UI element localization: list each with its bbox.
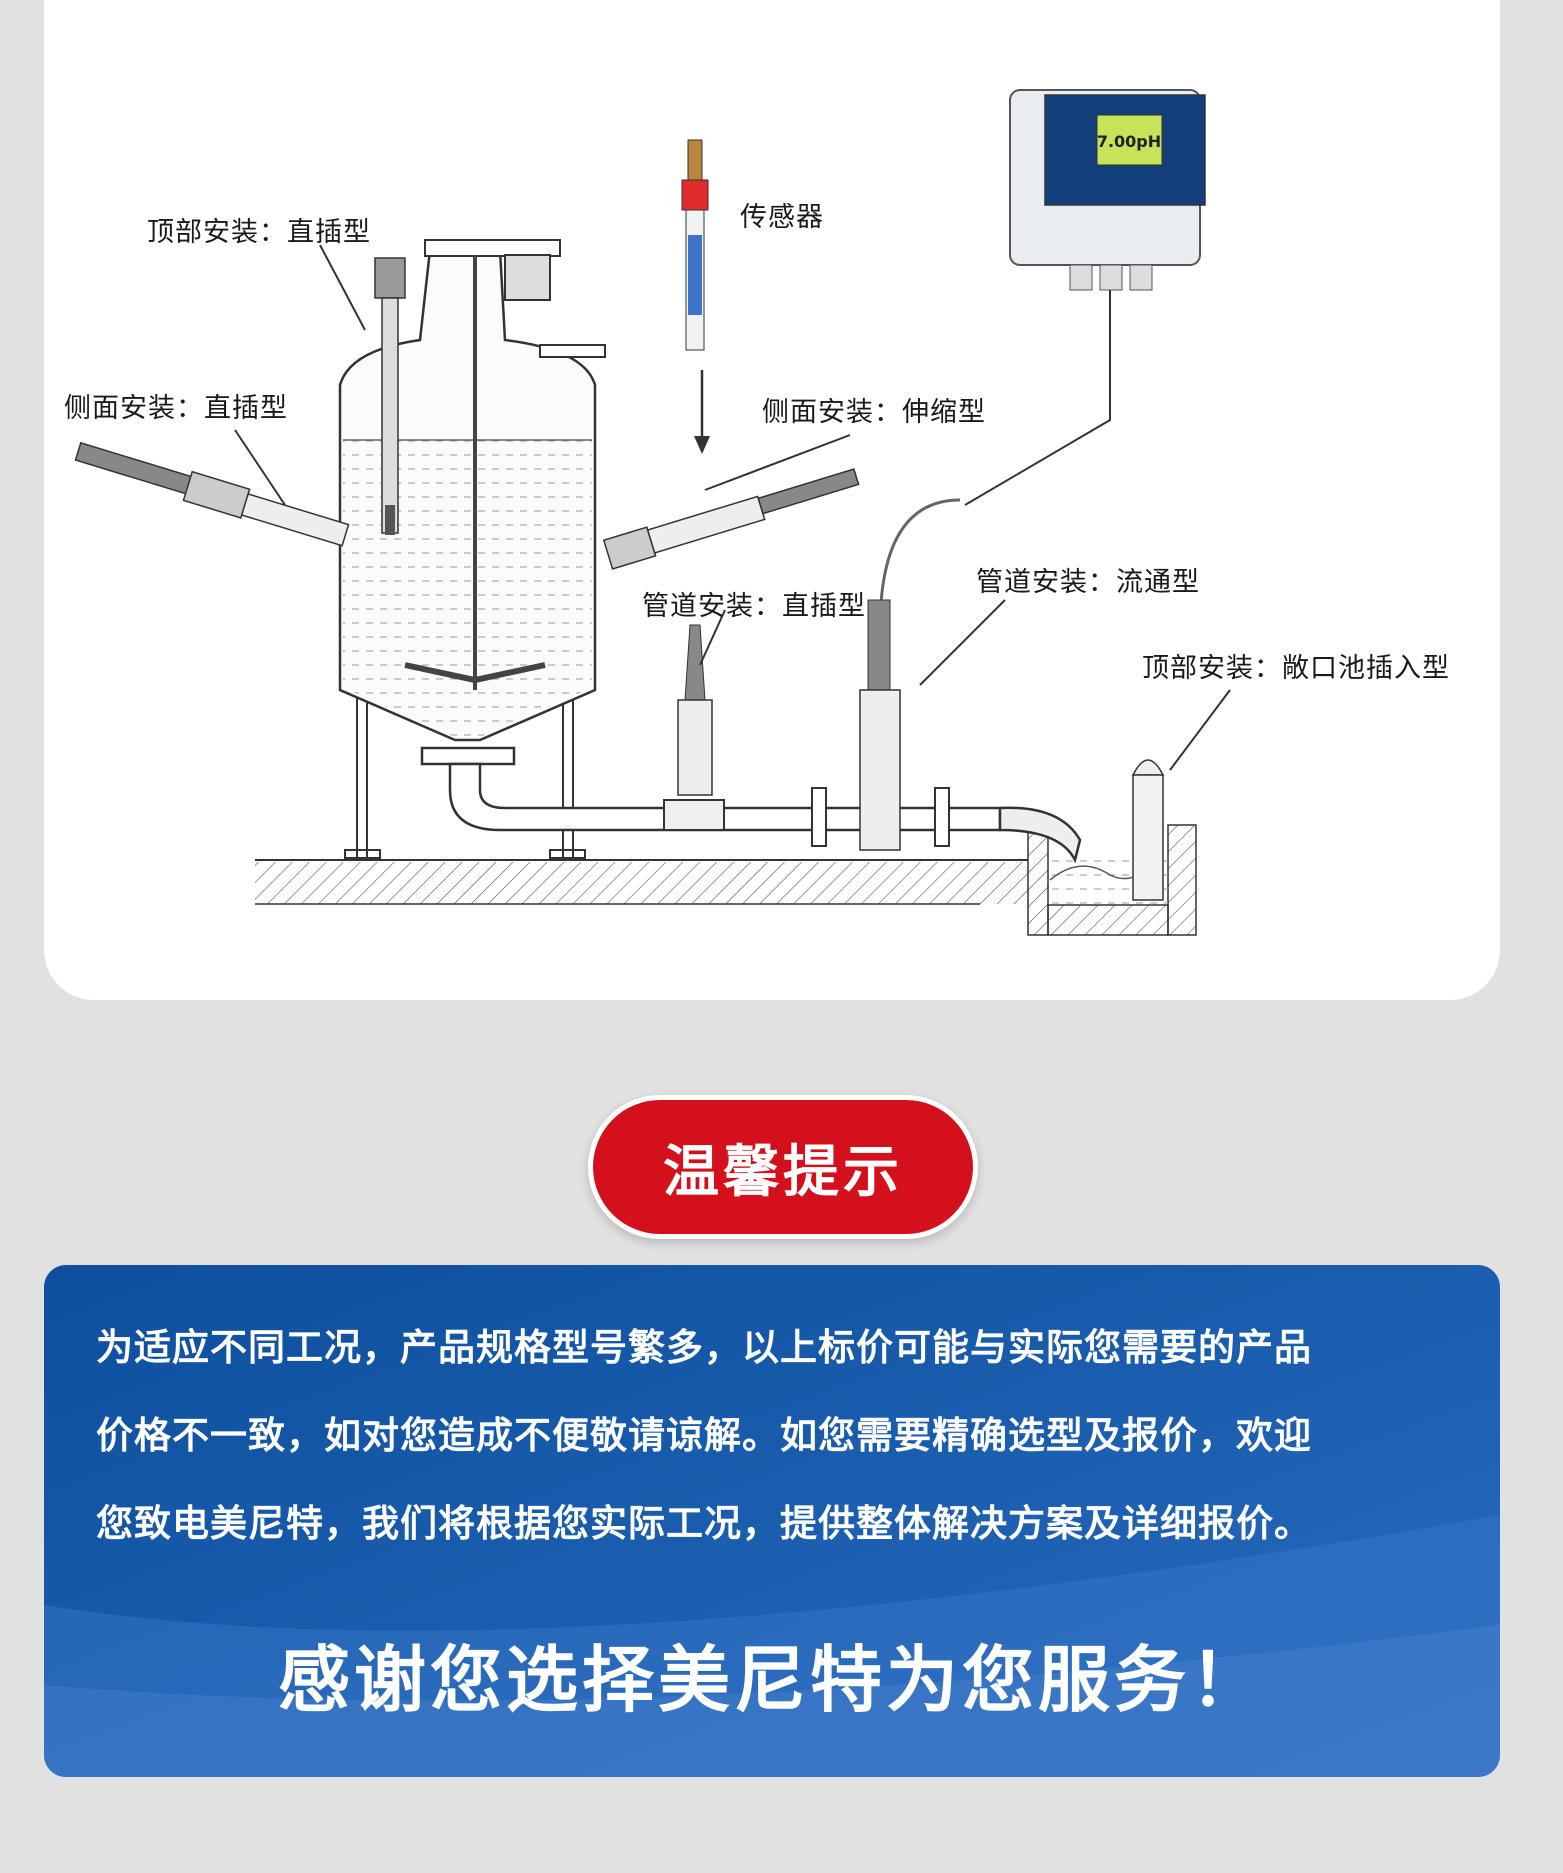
notice-text: 为适应不同工况，产品规格型号繁多，以上标价可能与实际您需要的产品 价格不一致，如… xyxy=(96,1323,1456,1587)
label-sensor: 传感器 xyxy=(740,202,824,233)
label-side-direct: 侧面安装：直插型 xyxy=(64,393,288,424)
tip-title-pill: 温馨提示 xyxy=(593,1100,973,1234)
controller-unit: 7.00pH xyxy=(964,89,1206,506)
pipe-flanges xyxy=(663,787,950,847)
pipe-direct-probe xyxy=(677,624,713,796)
panel-wave-decoration xyxy=(44,1515,1500,1777)
down-arrow-icon xyxy=(694,370,710,454)
label-top-open-pool: 顶部安装：敞口池插入型 xyxy=(1142,653,1450,684)
open-pool-probe xyxy=(1131,759,1165,901)
label-pipe-direct: 管道安装：直插型 xyxy=(642,591,866,622)
side-retract-probe xyxy=(602,468,860,570)
controller-display-value: 7.00pH xyxy=(1097,132,1161,151)
notice-line-3: 您致电美尼特，我们将根据您实际工况，提供整体解决方案及详细报价。 xyxy=(96,1502,1312,1545)
installation-diagram: 7.00pH xyxy=(74,89,1231,936)
label-side-retract: 侧面安装：伸缩型 xyxy=(762,397,986,428)
thanks-message: 感谢您选择美尼特为您服务！ xyxy=(277,1638,1266,1722)
side-direct-probe xyxy=(74,441,350,547)
label-top-direct: 顶部安装：直插型 xyxy=(147,217,371,248)
ground-slab xyxy=(255,859,1028,905)
notice-line-1: 为适应不同工况，产品规格型号繁多，以上标价可能与实际您需要的产品 xyxy=(96,1326,1312,1369)
open-pool xyxy=(1027,819,1197,936)
tip-title: 温馨提示 xyxy=(663,1139,903,1205)
notice-line-2: 价格不一致，如对您造成不便敬请谅解。如您需要精确选型及报价，欢迎 xyxy=(96,1414,1312,1457)
top-insertion-probe xyxy=(374,257,406,535)
sensor-probe xyxy=(681,139,709,351)
leader-lines xyxy=(234,244,1231,771)
notice-panel: 为适应不同工况，产品规格型号繁多，以上标价可能与实际您需要的产品 价格不一致，如… xyxy=(44,1265,1500,1777)
flow-through-probe xyxy=(859,498,961,851)
tank-vessel xyxy=(338,239,606,742)
label-pipe-flow: 管道安装：流通型 xyxy=(976,567,1200,598)
outlet-pipe xyxy=(420,746,1082,864)
